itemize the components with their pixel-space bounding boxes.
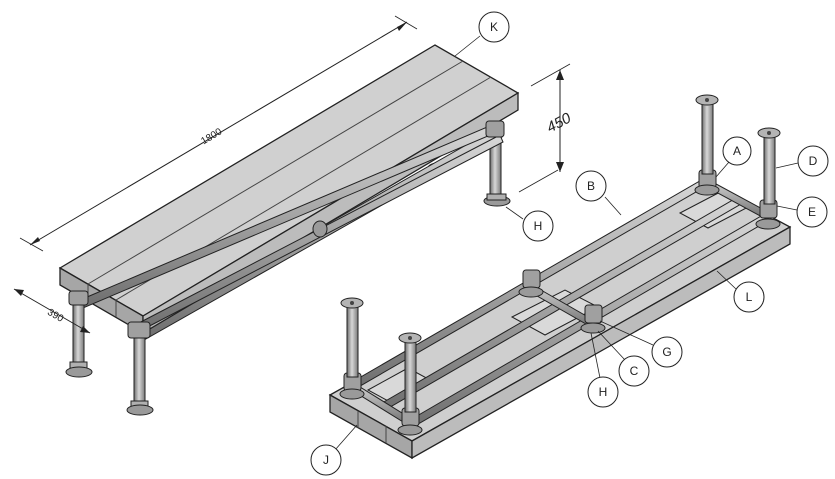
mid-fitting	[312, 220, 328, 238]
callout-h-assembled-label: H	[534, 219, 543, 233]
callout-e: E	[776, 196, 828, 228]
callout-c: C	[597, 330, 650, 387]
callout-j-label: J	[323, 453, 329, 467]
callout-e-label: E	[808, 205, 816, 219]
callout-k-label: K	[490, 20, 498, 34]
callout-l-label: L	[746, 290, 753, 304]
callout-b-label: B	[587, 179, 595, 193]
front-left-leg	[65, 290, 93, 378]
base-right-back	[694, 184, 720, 196]
callout-c-label: C	[630, 364, 639, 378]
height-label: 450	[544, 109, 575, 136]
fitting-mid-back	[522, 269, 541, 289]
callout-a-label: A	[733, 144, 741, 158]
bench-top	[58, 44, 520, 335]
callout-j: J	[310, 424, 358, 476]
base-right-front	[755, 218, 781, 230]
base-left-front	[397, 424, 423, 436]
fitting-g	[584, 304, 603, 324]
back-right-fitting	[485, 120, 505, 138]
base-mid-front	[580, 322, 606, 334]
leg-right-front-d	[757, 127, 781, 205]
length-label: 1800	[199, 126, 224, 147]
depth-label: 390	[45, 307, 65, 325]
callout-h-underside: H	[587, 332, 619, 408]
callout-d-label: D	[809, 154, 818, 168]
leg-left-back	[340, 297, 364, 378]
underside-bench: A B D E L G C	[310, 94, 829, 476]
callout-k: K	[454, 11, 510, 57]
callout-l: L	[716, 270, 765, 313]
base-left-back	[339, 388, 365, 400]
callout-g: G	[599, 320, 683, 368]
leg-right-back	[695, 94, 719, 175]
base-mid-back	[518, 286, 544, 298]
callout-h-assembled: H	[505, 206, 554, 242]
height-dimension: 450	[518, 63, 575, 193]
callout-d: D	[775, 145, 829, 177]
callout-g-label: G	[662, 345, 671, 359]
callout-h-underside-label: H	[599, 385, 608, 399]
assembled-bench: 1800 450 390 K H	[13, 11, 575, 416]
front-right-leg	[126, 321, 154, 416]
callout-a: A	[715, 136, 752, 178]
callout-b: B	[575, 170, 622, 216]
leg-left-front	[398, 332, 422, 413]
